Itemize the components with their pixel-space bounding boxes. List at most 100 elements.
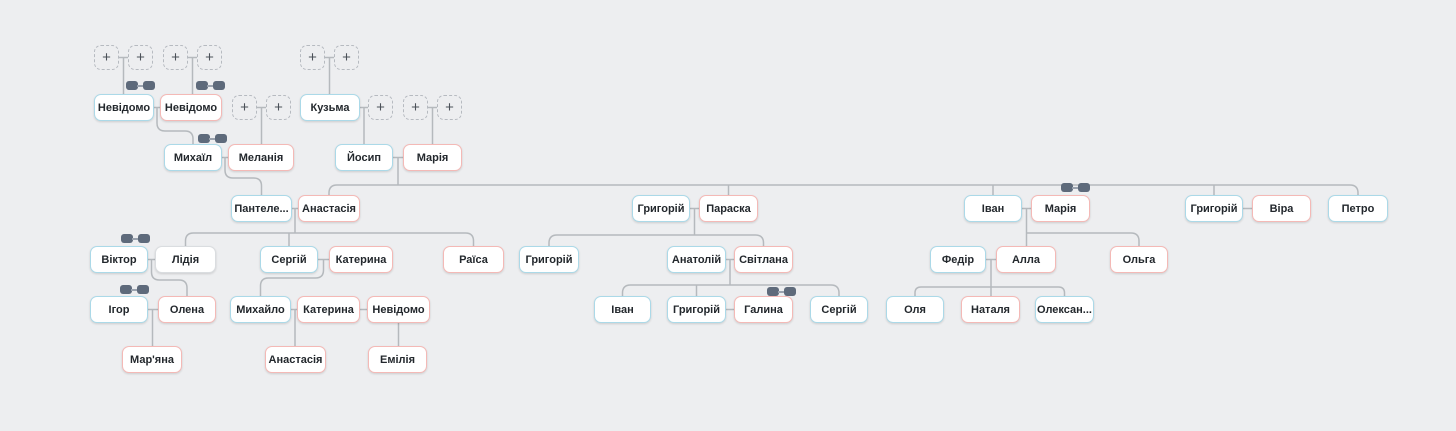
badge-pill [121,234,133,243]
person-name: Іван [981,202,1005,215]
plus-icon: + [205,49,214,66]
person-node-lidia[interactable]: Лідія [155,246,216,273]
connector-line [184,232,475,246]
hidden-partners-badge-icon[interactable] [120,285,149,294]
person-node-alla[interactable]: Алла [996,246,1056,273]
person-node-melania[interactable]: Меланія [228,144,294,171]
connector-line [188,56,197,94]
add-person-button[interactable]: + [334,45,359,70]
person-node-serhii-2[interactable]: Сергій [810,296,868,323]
person-name: Йосип [346,151,381,164]
person-node-raisa[interactable]: Раїса [443,246,504,273]
connector-line [914,286,1066,296]
badge-pill [120,285,132,294]
person-node-olena[interactable]: Олена [158,296,216,323]
connector-line [259,258,329,296]
person-node-paraska[interactable]: Параска [699,195,758,222]
hidden-partners-badge-icon[interactable] [126,81,155,90]
badge-dash [778,291,785,293]
person-name: Марія [416,151,449,164]
add-person-button[interactable]: + [368,95,393,120]
connector-line [690,207,699,235]
person-node-serhii-1[interactable]: Сергій [260,246,318,273]
person-name: Григорій [673,303,720,316]
connector-line [148,258,188,296]
person-node-pantele[interactable]: Пантеле... [231,195,292,222]
connector-line [1022,207,1031,246]
person-node-kateryna-1[interactable]: Катерина [329,246,393,273]
person-name: Олексан... [1037,303,1092,316]
person-node-ivan-2[interactable]: Іван [594,296,651,323]
person-node-olia[interactable]: Оля [886,296,944,323]
add-person-button[interactable]: + [266,95,291,120]
connector-line [325,56,334,94]
add-person-button[interactable]: + [163,45,188,70]
person-node-maria-2[interactable]: Марія [1031,195,1090,222]
connector-line [360,106,368,144]
person-name: Кузьма [310,101,350,114]
person-name: Галина [744,303,783,316]
person-node-vira[interactable]: Віра [1252,195,1311,222]
add-person-button[interactable]: + [128,45,153,70]
person-node-svitlana[interactable]: Світлана [734,246,793,273]
badge-pill [126,81,138,90]
person-node-nevidomo-3[interactable]: Невідомо [367,296,430,323]
person-node-hryhorii-4[interactable]: Григорій [667,296,726,323]
person-node-anastasia-1[interactable]: Анастасія [298,195,360,222]
hidden-partners-badge-icon[interactable] [198,134,227,143]
person-name: Невідомо [372,303,425,316]
person-name: Михайло [236,303,285,316]
person-node-petro[interactable]: Петро [1328,195,1388,222]
person-node-kuzma[interactable]: Кузьма [300,94,360,121]
person-node-yosyp[interactable]: Йосип [335,144,393,171]
badge-pill [215,134,227,143]
person-name: Марія [1044,202,1077,215]
person-name: Ольга [1122,253,1156,266]
person-name: Оля [904,303,926,316]
hidden-partners-badge-icon[interactable] [121,234,150,243]
person-name: Мар'яна [130,353,174,366]
person-node-mykhailo[interactable]: Михайло [230,296,291,323]
person-node-nevidomo-1[interactable]: Невідомо [94,94,154,121]
person-node-natalia[interactable]: Наталя [961,296,1020,323]
person-node-hryhorii-1[interactable]: Григорій [632,195,690,222]
add-person-button[interactable]: + [437,95,462,120]
person-node-halyna[interactable]: Галина [734,296,793,323]
hidden-partners-badge-icon[interactable] [196,81,225,90]
person-node-oleksan[interactable]: Олексан... [1035,296,1094,323]
person-name: Алла [1011,253,1041,266]
hidden-partners-badge-icon[interactable] [767,287,796,296]
badge-pill [198,134,210,143]
add-person-button[interactable]: + [232,95,257,120]
connector-line [291,308,297,346]
person-node-hryhorii-3[interactable]: Григорій [519,246,579,273]
plus-icon: + [240,99,249,116]
person-name: Григорій [1190,202,1238,215]
add-person-button[interactable]: + [300,45,325,70]
person-node-olha[interactable]: Ольга [1110,246,1168,273]
person-node-hryhorii-2[interactable]: Григорій [1185,195,1243,222]
badge-pill [138,234,150,243]
person-node-mykhail[interactable]: Михаїл [164,144,222,171]
person-node-emilia[interactable]: Емілія [368,346,427,373]
person-node-mariana[interactable]: Мар'яна [122,346,182,373]
person-node-maria-1[interactable]: Марія [403,144,462,171]
person-node-fedir[interactable]: Федір [930,246,986,273]
person-node-anatolii[interactable]: Анатолій [667,246,726,273]
person-node-ihor[interactable]: Ігор [90,296,148,323]
hidden-partners-badge-icon[interactable] [1061,183,1090,192]
add-person-button[interactable]: + [403,95,428,120]
add-person-button[interactable]: + [94,45,119,70]
person-node-kateryna-2[interactable]: Катерина [297,296,360,323]
person-node-nevidomo-2[interactable]: Невідомо [160,94,222,121]
add-person-button[interactable]: + [197,45,222,70]
person-node-ivan-1[interactable]: Іван [964,195,1022,222]
person-node-viktor[interactable]: Віктор [90,246,148,273]
person-name: Невідомо [164,101,218,114]
connector-line [428,106,437,144]
plus-icon: + [445,99,454,116]
plus-icon: + [274,99,283,116]
connector-line [119,56,128,94]
person-node-anastasia-2[interactable]: Анастасія [265,346,326,373]
